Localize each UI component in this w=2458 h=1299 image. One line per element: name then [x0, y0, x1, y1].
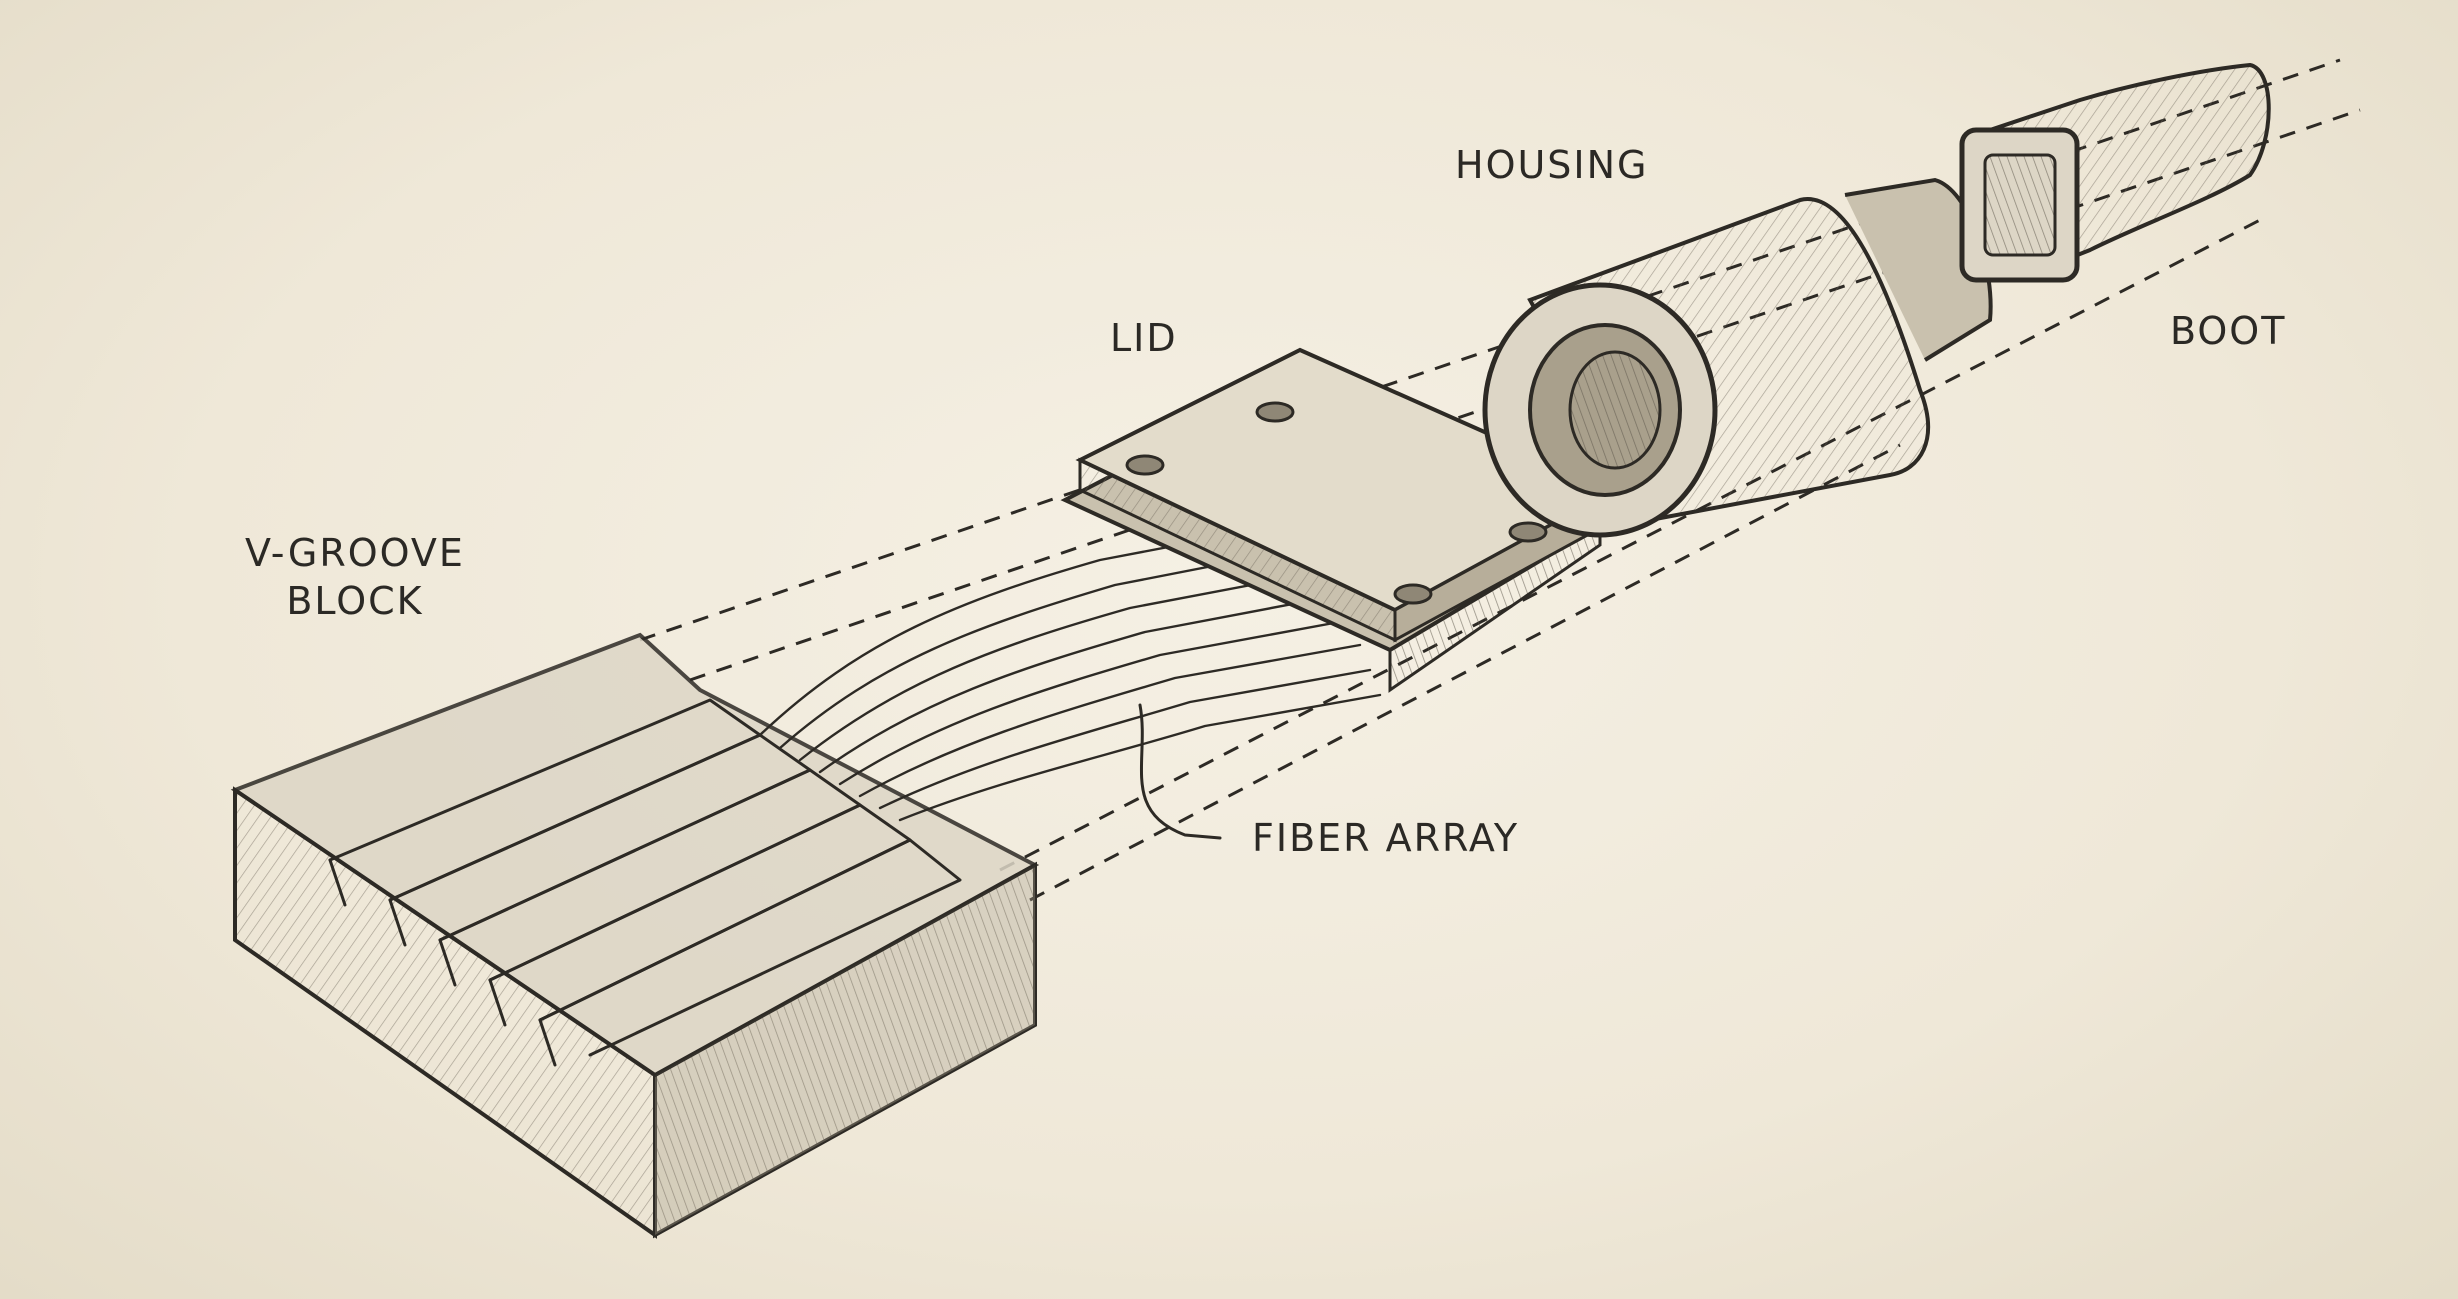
label-lid: LID	[1110, 316, 1178, 360]
label-boot: BOOT	[2170, 309, 2287, 353]
fiber-array	[758, 518, 1382, 822]
label-v-groove-block: V-GROOVE BLOCK	[245, 531, 465, 623]
v-groove-block	[230, 632, 1040, 1239]
lid	[1060, 347, 1620, 693]
boot	[1959, 62, 2271, 283]
housing	[1482, 177, 1993, 538]
label-fiber-array: FIBER ARRAY	[1252, 816, 1520, 860]
fiber-array-leader	[1138, 703, 1222, 840]
label-housing: HOUSING	[1455, 143, 1649, 187]
lid-screw-holes	[1125, 401, 1548, 605]
